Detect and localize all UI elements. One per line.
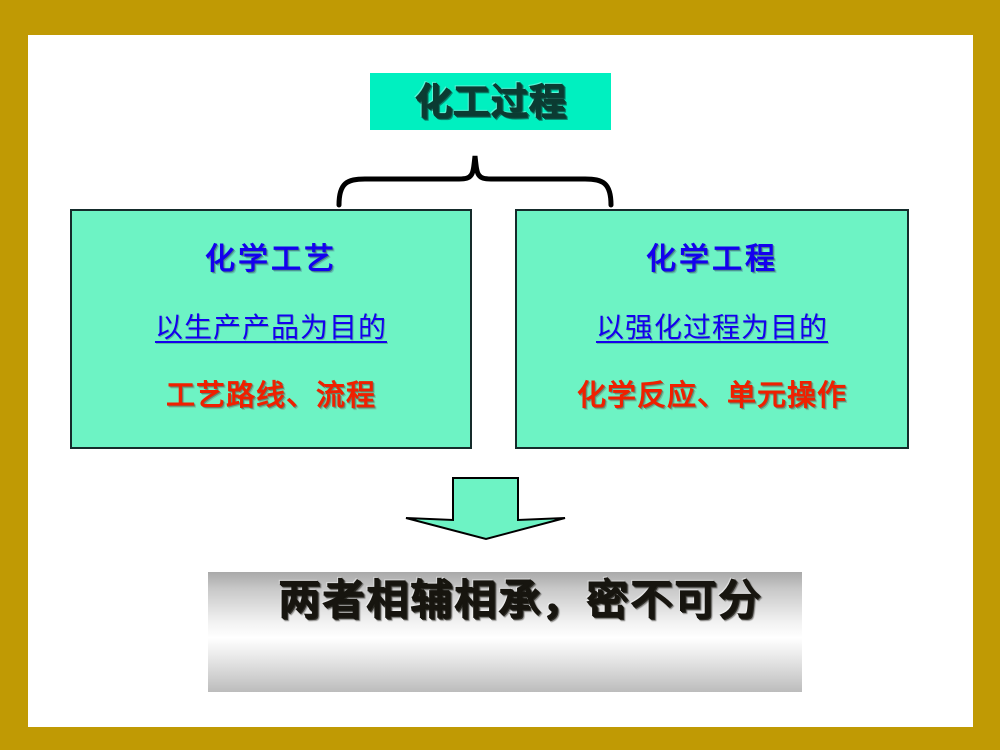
concept-box-left: 化学工艺 以生产产品为目的 工艺路线、流程	[70, 209, 472, 449]
down-arrow-icon	[405, 477, 566, 541]
brace-path	[336, 155, 614, 208]
conclusion-text: 两者相辅相承，密不可分	[278, 575, 763, 624]
conclusion-banner: 两者相辅相承，密不可分	[208, 572, 802, 692]
concept-purpose-left: 以生产产品为目的	[154, 310, 387, 344]
down-arrow-shape	[405, 477, 566, 541]
concept-detail-right: 化学反应、单元操作	[576, 377, 847, 412]
concept-heading-left: 化学工艺	[205, 241, 337, 277]
slide-canvas: 化工过程 化学工艺 以生产产品为目的 工艺路线、流程 化学工程 以强化过程为目的…	[28, 35, 973, 727]
concept-detail-left: 工艺路线、流程	[165, 377, 376, 412]
concept-box-right: 化学工程 以强化过程为目的 化学反应、单元操作	[515, 209, 909, 449]
title-banner: 化工过程	[370, 73, 611, 130]
concept-purpose-right: 以强化过程为目的	[595, 310, 828, 344]
curly-brace-connector	[336, 155, 614, 208]
concept-heading-right: 化学工程	[646, 241, 778, 277]
page-title: 化工过程	[414, 80, 567, 123]
